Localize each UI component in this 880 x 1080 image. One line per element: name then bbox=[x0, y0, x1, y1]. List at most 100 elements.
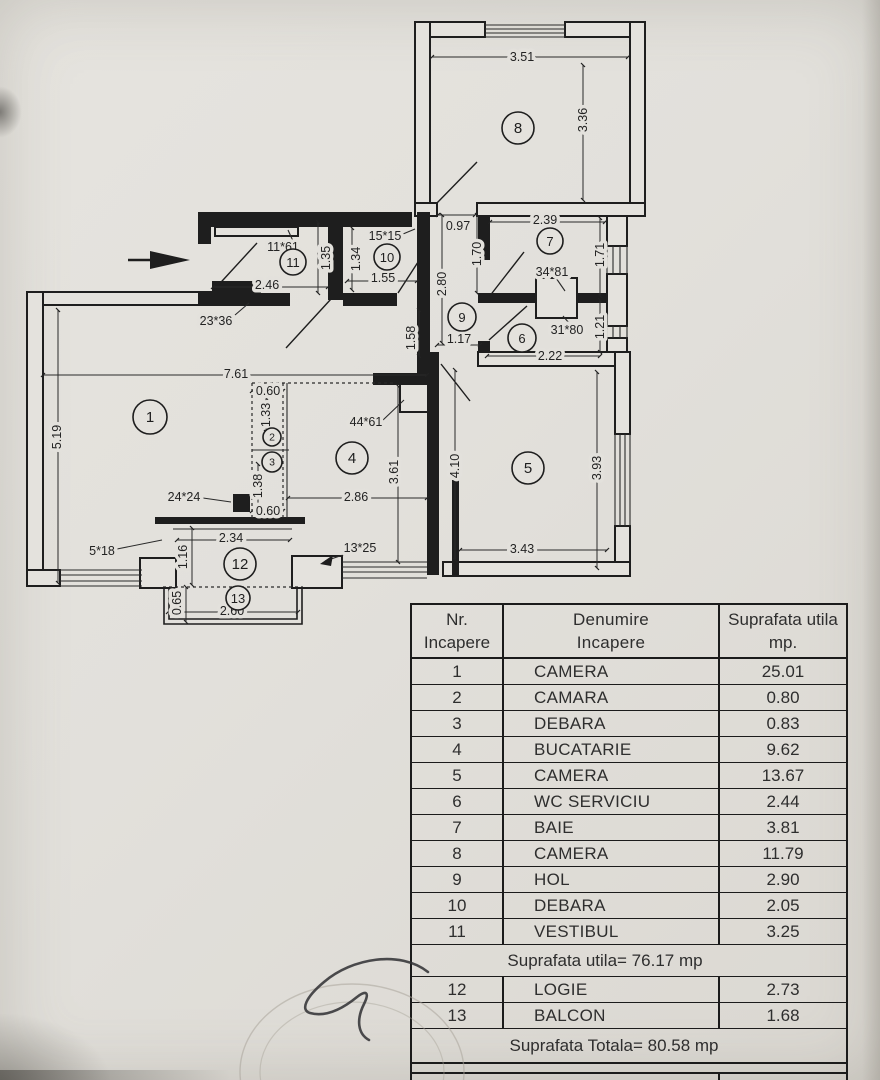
dim-label: 1.21 bbox=[593, 315, 607, 339]
table-row: 1 CAMERA 25.01 bbox=[412, 659, 846, 685]
dim-label: 1.55 bbox=[371, 271, 395, 285]
cell-area: 9.62 bbox=[766, 739, 800, 759]
cell-nr: 4 bbox=[412, 737, 504, 762]
room-number: 5 bbox=[524, 460, 532, 477]
cell-area: 2.90 bbox=[766, 869, 800, 889]
table-row: 7 BAIE 3.81 bbox=[412, 815, 846, 841]
table-row: 6 WC SERVICIU 2.44 bbox=[412, 789, 846, 815]
dim-label: 2.34 bbox=[219, 531, 243, 545]
dim-label: 3.61 bbox=[387, 460, 401, 484]
dim-label: 5*18 bbox=[89, 544, 115, 558]
dim-label: 2.22 bbox=[538, 349, 562, 363]
room-circle bbox=[536, 227, 564, 255]
cell-nr: 6 bbox=[412, 789, 504, 814]
room-circle bbox=[132, 399, 168, 435]
cell-name: DEBARA bbox=[504, 711, 720, 736]
leader-lines bbox=[116, 228, 570, 566]
room-circle bbox=[279, 248, 307, 276]
scan-smudge-bottom-left bbox=[0, 1014, 110, 1080]
cell-nr: 13 bbox=[412, 1003, 504, 1028]
dim-label: 2.86 bbox=[344, 490, 368, 504]
dim-label: 1.34 bbox=[349, 247, 363, 271]
room-circle bbox=[447, 302, 477, 332]
cell-name: BAIE bbox=[504, 815, 720, 840]
cell-name: LOGIE bbox=[504, 977, 720, 1002]
cell-area: 2.44 bbox=[766, 791, 800, 811]
dim-label: 1.71 bbox=[593, 243, 607, 267]
dim-label: 1.38 bbox=[251, 474, 265, 498]
dim-label: 1.33 bbox=[259, 403, 273, 427]
room-number: 12 bbox=[232, 556, 249, 573]
data-label: Data bbox=[720, 1074, 846, 1080]
dim-label: 0.60 bbox=[256, 384, 280, 398]
exterior-walls bbox=[26, 21, 646, 589]
cell-name: HOL bbox=[504, 867, 720, 892]
table-row: 10 DEBARA 2.05 bbox=[412, 893, 846, 919]
dim-label: 1.16 bbox=[176, 545, 190, 569]
dimension-lines bbox=[40, 54, 631, 625]
room-circle bbox=[507, 323, 537, 353]
cell-name: VESTIBUL bbox=[504, 919, 720, 944]
cell-nr: 1 bbox=[412, 659, 504, 684]
cell-nr: 10 bbox=[412, 893, 504, 918]
dim-label: 5.19 bbox=[50, 425, 64, 449]
cell-nr: 9 bbox=[412, 867, 504, 892]
dim-label: 3.36 bbox=[576, 108, 590, 132]
cell-name: DEBARA bbox=[504, 893, 720, 918]
table-gap bbox=[412, 1064, 846, 1072]
cell-area: 25.01 bbox=[761, 661, 805, 681]
dim-label: 3.93 bbox=[590, 456, 604, 480]
cell-name: WC SERVICIU bbox=[504, 789, 720, 814]
dim-label: 0.97 bbox=[446, 219, 470, 233]
cell-area: 2.73 bbox=[766, 979, 800, 999]
balcony-outline bbox=[163, 587, 303, 625]
header-nr: Nr.Incapere bbox=[412, 605, 504, 657]
cell-area: 3.81 bbox=[766, 817, 800, 837]
cell-name: BALCON bbox=[504, 1003, 720, 1028]
cell-name: CAMERA bbox=[504, 841, 720, 866]
room-circle bbox=[225, 585, 251, 611]
cell-name: CAMERA bbox=[504, 659, 720, 684]
door-swings bbox=[211, 161, 528, 402]
total-label: Suprafata Totala= 80.58 mp bbox=[509, 1035, 719, 1055]
dim-label: 3.51 bbox=[510, 50, 534, 64]
cell-area: 2.05 bbox=[766, 895, 800, 915]
room-circle bbox=[261, 451, 283, 473]
room-number: 7 bbox=[546, 234, 553, 249]
cell-area: 3.25 bbox=[766, 921, 800, 941]
cell-nr: 2 bbox=[412, 685, 504, 710]
dim-label: 13*25 bbox=[344, 541, 377, 555]
cell-nr: 3 bbox=[412, 711, 504, 736]
table-row: 2 CAMARA 0.80 bbox=[412, 685, 846, 711]
room-number: 11 bbox=[286, 255, 300, 270]
table-row: 13 BALCON 1.68 bbox=[412, 1003, 846, 1029]
table-row: 4 BUCATARIE 9.62 bbox=[412, 737, 846, 763]
room-circle bbox=[262, 427, 282, 447]
dim-label: 1.58 bbox=[404, 326, 418, 350]
room-number: 10 bbox=[380, 250, 394, 265]
dim-label: 7.61 bbox=[224, 367, 248, 381]
dim-label: 0.65 bbox=[170, 591, 184, 615]
windows bbox=[60, 24, 631, 587]
dim-label: 0.60 bbox=[256, 504, 280, 518]
dim-label: 1.35 bbox=[319, 246, 333, 270]
entrance-arrow-icon bbox=[128, 251, 190, 269]
subtotal-row: Suprafata utila= 76.17 mp bbox=[412, 945, 846, 977]
dim-label: 34*81 bbox=[536, 265, 569, 279]
dim-label: 4.10 bbox=[448, 454, 462, 478]
table-row: 12 LOGIE 2.73 bbox=[412, 977, 846, 1003]
room-circle bbox=[335, 441, 369, 475]
room-number: 3 bbox=[269, 457, 275, 469]
cell-name: CAMARA bbox=[504, 685, 720, 710]
cell-area: 1.68 bbox=[766, 1005, 800, 1025]
cell-nr: 12 bbox=[412, 977, 504, 1002]
dim-label: 15*15 bbox=[369, 229, 402, 243]
dim-label: 2.80 bbox=[435, 272, 449, 296]
room-circle bbox=[373, 243, 401, 271]
